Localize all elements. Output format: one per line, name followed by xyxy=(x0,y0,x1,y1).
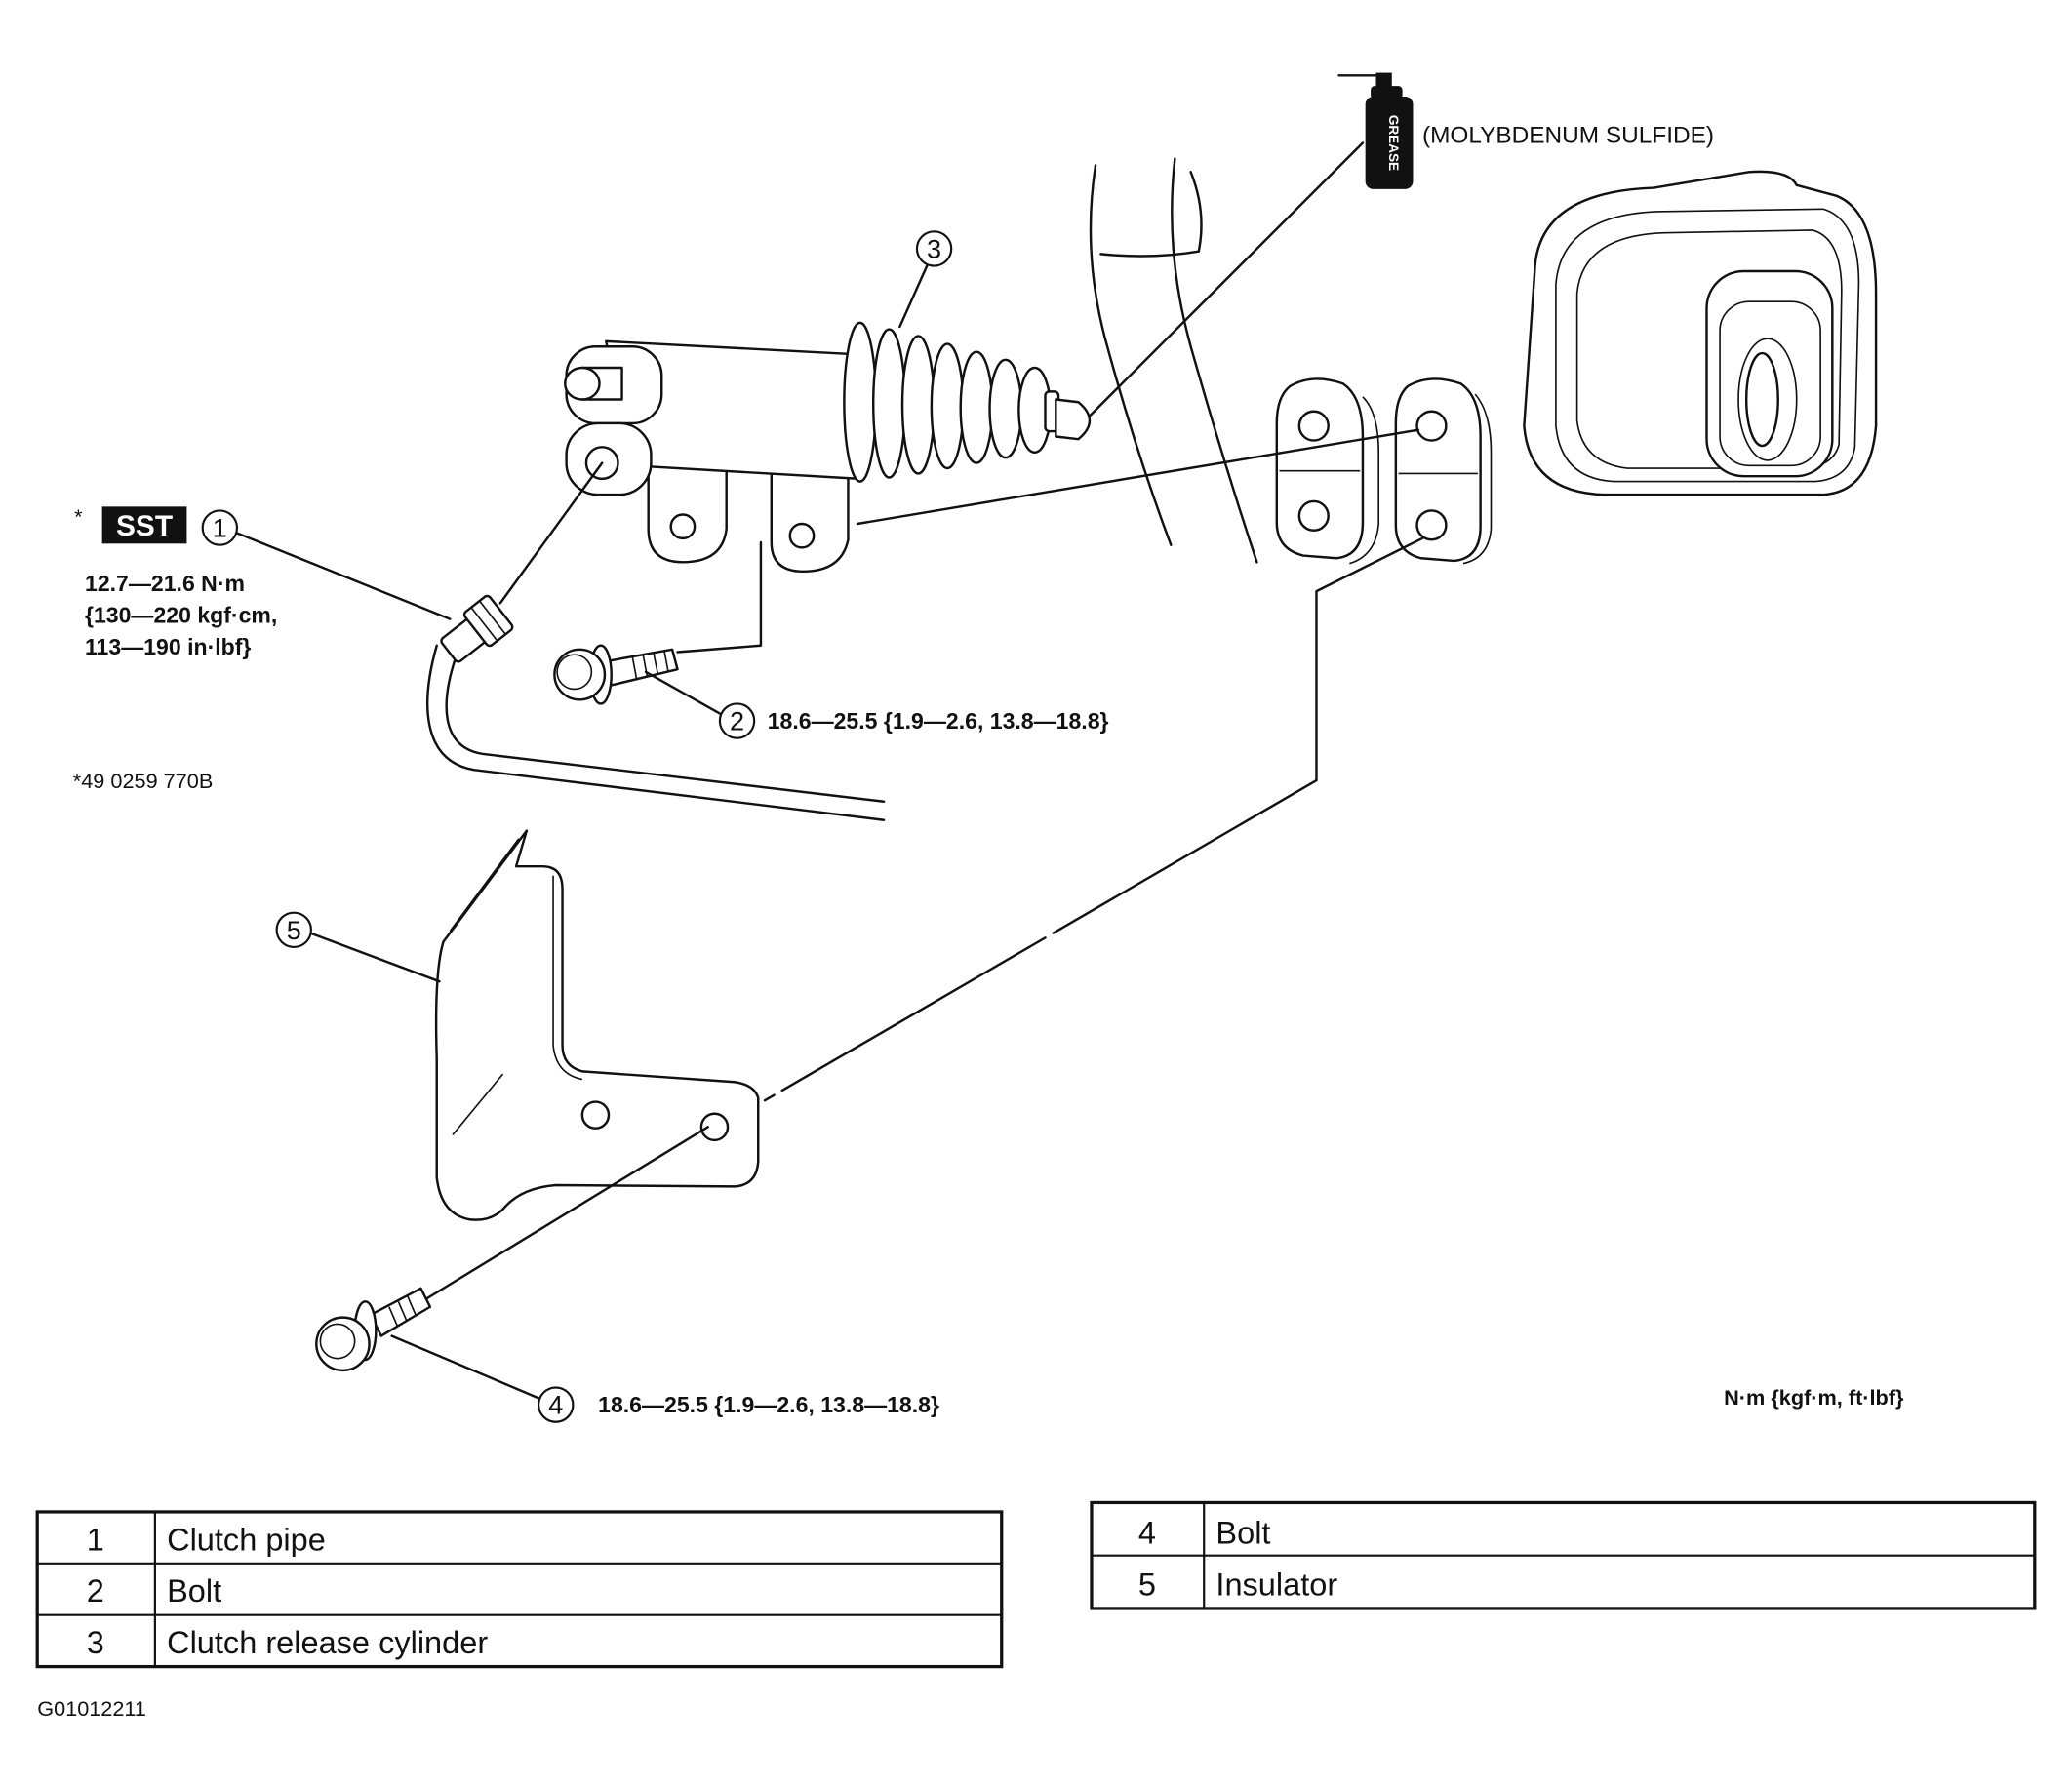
grease-type-label: (MOLYBDENUM SULFIDE) xyxy=(1422,122,1714,148)
clutch-release-cylinder xyxy=(564,321,1092,574)
sst-part-number: *49 0259 770B xyxy=(73,769,214,793)
callout-2-leader xyxy=(644,670,723,716)
callout-3-leader xyxy=(898,262,930,329)
callout-2-number: 2 xyxy=(730,706,744,736)
callout-4-number: 4 xyxy=(548,1390,563,1420)
torque-line-1: 12.7—21.6 N·m xyxy=(85,571,245,596)
torque-spec-bolt-4: 18.6—25.5 {1.9—2.6, 13.8—18.8} xyxy=(598,1392,939,1417)
sst-badge: SST xyxy=(101,506,187,544)
part-name: Bolt xyxy=(167,1573,221,1608)
grease-can-icon: GREASE xyxy=(1337,72,1414,189)
bolt-2 xyxy=(553,644,679,705)
torque-units-note: N·m {kgf·m, ft·lbf} xyxy=(1724,1385,1904,1410)
callout-4: 4 xyxy=(538,1386,575,1423)
sst-badge-label: SST xyxy=(116,510,173,542)
part-number: 5 xyxy=(1138,1567,1156,1602)
table-row: 2 Bolt xyxy=(87,1573,221,1608)
sst-asterisk: * xyxy=(74,504,83,529)
table-row: 4 Bolt xyxy=(1138,1515,1271,1550)
alignment-line-cylinder-to-bracket xyxy=(856,428,1420,526)
callout-4-leader xyxy=(390,1334,540,1400)
insulator xyxy=(434,829,760,1221)
mounting-bracket-left xyxy=(1275,377,1380,565)
bolt-2-alignment-line xyxy=(676,540,763,654)
part-name: Clutch release cylinder xyxy=(167,1625,488,1660)
table-row: 5 Insulator xyxy=(1138,1567,1337,1602)
shift-boot-housing xyxy=(1523,170,1878,496)
grease-can-label: GREASE xyxy=(1386,115,1401,171)
torque-line-3: 113—190 in·lbf} xyxy=(85,634,251,659)
figure-code: G01012211 xyxy=(37,1696,146,1721)
table-row: 3 Clutch release cylinder xyxy=(87,1625,489,1660)
callout-5-leader xyxy=(311,933,441,983)
clutch-pipe xyxy=(426,461,886,821)
parts-table-left: 1 Clutch pipe 2 Bolt 3 Clutch release cy… xyxy=(35,1510,1004,1669)
part-number: 2 xyxy=(87,1573,104,1608)
part-number: 4 xyxy=(1138,1515,1156,1550)
part-name: Insulator xyxy=(1215,1567,1337,1602)
mounting-bracket-right xyxy=(1394,377,1493,565)
callout-5-number: 5 xyxy=(287,915,301,945)
callout-5: 5 xyxy=(275,911,312,949)
callout-3-number: 3 xyxy=(927,233,941,263)
torque-spec-clutch-pipe: 12.7—21.6 N·m {130—220 kgf·cm, 113—190 i… xyxy=(85,571,277,659)
parts-table-right: 4 Bolt 5 Insulator xyxy=(1090,1500,2037,1610)
table-row: 1 Clutch pipe xyxy=(87,1522,326,1557)
part-number: 3 xyxy=(87,1625,104,1660)
bolt-4 xyxy=(315,1287,432,1372)
callout-1-number: 1 xyxy=(213,513,227,543)
part-name: Bolt xyxy=(1215,1515,1270,1550)
bolt-4-alignment-line xyxy=(424,1126,709,1300)
torque-spec-bolt-2: 18.6—25.5 {1.9—2.6, 13.8—18.8} xyxy=(768,708,1109,734)
part-name: Clutch pipe xyxy=(167,1522,326,1557)
callout-1-leader xyxy=(235,532,452,620)
torque-line-2: {130—220 kgf·cm, xyxy=(85,603,277,628)
alignment-line-insulator xyxy=(763,778,1318,1102)
alignment-line-bracket-to-insulator xyxy=(1315,536,1424,782)
callout-3: 3 xyxy=(915,230,953,267)
grease-leader-line xyxy=(1083,141,1365,422)
callout-1: 1 xyxy=(201,509,239,546)
transmission-housing-outline xyxy=(1089,157,1258,564)
callout-2: 2 xyxy=(718,702,756,739)
part-number: 1 xyxy=(87,1522,104,1557)
